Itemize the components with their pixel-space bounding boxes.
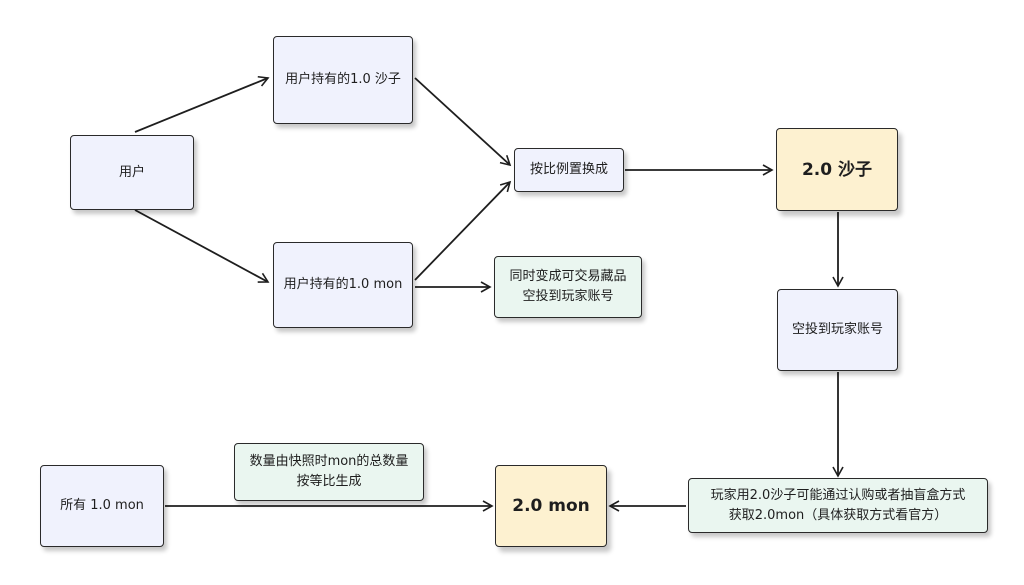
edge-label-snapshot: 数量由快照时mon的总数量 按等比生成	[234, 443, 424, 501]
node-user-sand-label: 用户持有的1.0 沙子	[285, 72, 401, 87]
node-user: 用户	[70, 135, 194, 210]
node-user-label: 用户	[118, 164, 145, 180]
edge-label-line1: 数量由快照时mon的总数量	[249, 454, 409, 469]
node-convert: 按比例置换成	[514, 148, 624, 192]
arrow-user-to-mon	[134, 209, 270, 283]
arrow-mon-to-convert	[414, 180, 512, 281]
node-convert-label: 按比例置换成	[529, 162, 608, 177]
node-airdrop-label: 空投到玩家账号	[791, 322, 883, 337]
node-sand2: 2.0 沙子	[776, 128, 898, 211]
node-mon2-label: 2.0 mon	[512, 496, 590, 516]
node-mon2: 2.0 mon	[495, 465, 607, 547]
node-collectible-line1: 同时变成可交易藏品	[509, 269, 627, 284]
node-user-mon: 用户持有的1.0 mon	[273, 242, 413, 328]
node-user-sand: 用户持有的1.0 沙子	[273, 36, 413, 124]
node-sand2-label: 2.0 沙子	[801, 159, 873, 180]
node-player-line1: 玩家用2.0沙子可能通过认购或者抽盲盒方式	[710, 487, 966, 503]
node-airdrop: 空投到玩家账号	[777, 289, 898, 371]
arrow-user-to-sand	[134, 75, 270, 133]
node-all-mon: 所有 1.0 mon	[40, 465, 164, 547]
node-collectible: 同时变成可交易藏品 空投到玩家账号	[494, 256, 642, 318]
node-player-line2: 获取2.0mon（具体获取方式看官方）	[728, 507, 948, 523]
arrow-sand-to-convert	[414, 77, 512, 167]
node-all-mon-label: 所有 1.0 mon	[60, 498, 144, 513]
edge-label-line2: 按等比生成	[296, 474, 362, 489]
node-collectible-line2: 空投到玩家账号	[522, 289, 614, 304]
node-user-mon-label: 用户持有的1.0 mon	[283, 277, 403, 292]
node-player: 玩家用2.0沙子可能通过认购或者抽盲盒方式 获取2.0mon（具体获取方式看官方…	[688, 478, 988, 533]
